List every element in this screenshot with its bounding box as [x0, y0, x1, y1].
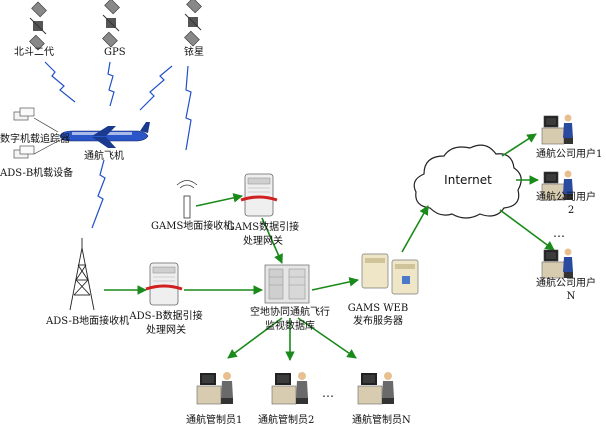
controller2-label: 通航管制员2 — [258, 415, 315, 426]
arrow-db-to-controller1 — [227, 317, 283, 359]
iridium-satellite-icon — [184, 0, 202, 47]
gps-link — [107, 61, 115, 107]
adsb-gateway-label-line1: ADS-B数据引接 — [129, 311, 203, 322]
userN-label-line2: N — [566, 291, 576, 302]
internet-cloud — [413, 144, 522, 219]
user1-workstation-icon — [541, 114, 574, 145]
aircraft-label: 通航飞机 — [84, 151, 124, 162]
adsb-gateway-label-line2: 处理网关 — [146, 325, 186, 336]
web-server-label-line2: 发布服务器 — [353, 316, 403, 327]
controller1-workstation-icon — [196, 371, 234, 405]
users-ellipsis: … — [553, 226, 565, 240]
adsb-gateway-server-icon — [145, 262, 183, 306]
controller2-workstation-icon — [271, 371, 309, 405]
web-server-icon — [361, 253, 419, 295]
gams-gateway-label-line1: GAMS数据引接 — [226, 222, 300, 233]
arrow-gams-antenna-to-gateway — [195, 193, 243, 207]
internet-label: Internet — [444, 173, 492, 187]
data-flow-arrows — [104, 133, 555, 361]
wireless-links — [44, 61, 192, 229]
adsb-receiver-label: ADS-B地面接收机 — [46, 316, 130, 327]
arrow-db-to-controllerN — [297, 317, 357, 359]
database-label-line1: 空地协同通航飞行 — [250, 307, 330, 318]
database-server-icon — [264, 264, 310, 304]
adsb-onboard-device-icon — [13, 145, 35, 159]
gps-satellite-icon — [102, 0, 120, 48]
userN-label-line1: 通航公司用户 — [536, 278, 596, 289]
gams-receiver-label: GAMS地面接收机 — [151, 221, 234, 232]
user2-label-line2: 2 — [567, 205, 575, 216]
iridium-link — [139, 65, 173, 111]
iridium-ground-link — [185, 65, 192, 151]
user2-label-line1: 通航公司用户 — [536, 192, 596, 203]
gams-gateway-label-line2: 处理网关 — [243, 236, 283, 247]
arrow-internet-to-user1 — [501, 133, 537, 157]
gps-label: GPS — [104, 47, 126, 58]
userN-workstation-icon — [541, 248, 574, 279]
beidou-link — [44, 61, 76, 103]
gams-antenna-icon — [176, 180, 198, 219]
arrow-db-to-web-server — [311, 277, 359, 291]
controller1-label: 通航管制员1 — [186, 415, 243, 426]
tracker-device-icon — [13, 107, 35, 121]
aircraft-icon — [59, 122, 150, 148]
beidou-label: 北斗二代 — [14, 47, 54, 58]
adsb-tower-icon — [69, 238, 95, 311]
database-label-line2: 监视数据库 — [265, 321, 315, 332]
tracker-label: 数字机载追踪器 — [0, 134, 70, 145]
controllerN-label: 通航管制员N — [352, 415, 411, 426]
aircraft-adsb-link — [91, 159, 106, 229]
user1-label: 通航公司用户1 — [536, 149, 603, 160]
arrow-gams-gateway-to-db — [261, 217, 283, 264]
gams-gateway-server-icon — [240, 173, 278, 217]
adsb-onboard-label: ADS-B机载设备 — [0, 168, 74, 179]
controllers-ellipsis: … — [322, 386, 334, 400]
controllerN-workstation-icon — [357, 371, 395, 405]
arrow-web-server-to-internet — [401, 205, 429, 253]
web-server-label-line1: GAMS WEB — [347, 303, 409, 314]
beidou-satellite-icon — [29, 1, 47, 51]
iridium-label: 铱星 — [184, 47, 204, 58]
arrow-internet-to-userN — [499, 209, 555, 251]
